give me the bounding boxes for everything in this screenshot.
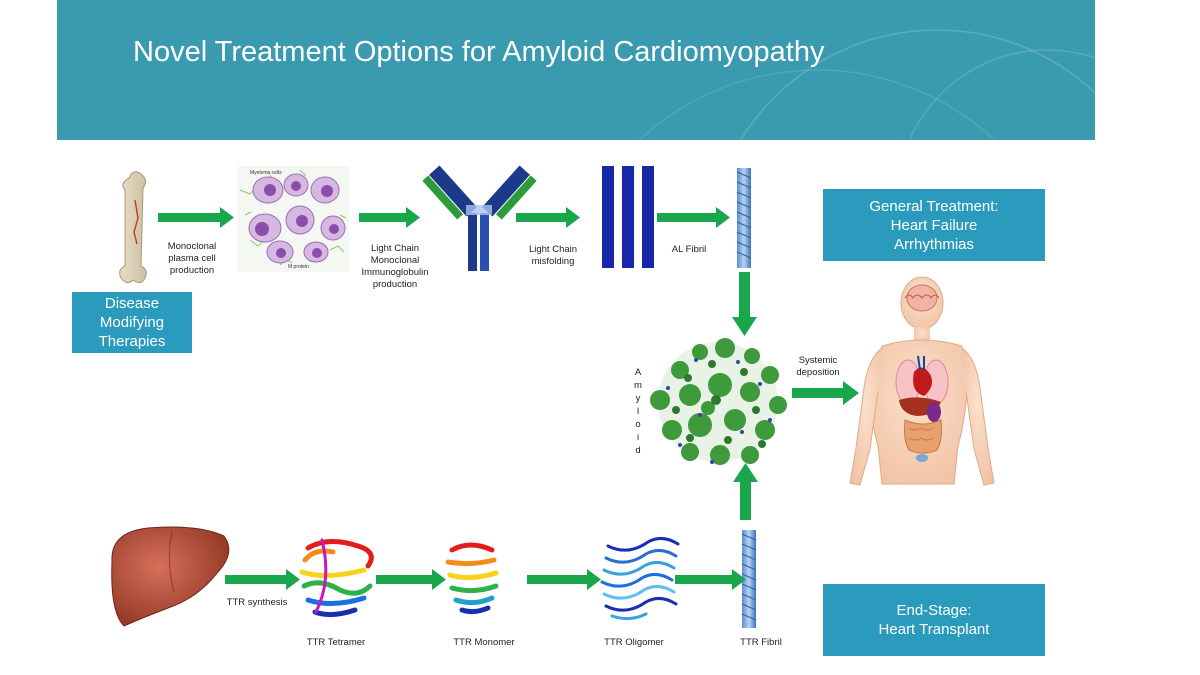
al-fibril-illustration — [737, 168, 751, 268]
arrow-oligomer-to-fibril — [675, 569, 746, 590]
ttr-tetramer-label: TTR Tetramer — [296, 637, 376, 649]
amyloid-cluster-illustration — [650, 338, 787, 465]
ttr-monomer-label: TTR Monomer — [444, 637, 524, 649]
liver-illustration — [112, 527, 229, 626]
arrow-cells-to-antibody — [359, 207, 420, 228]
ttr-monomer-illustration — [448, 545, 496, 612]
plasma-cell-label: Monoclonal plasma cell production — [158, 241, 226, 277]
systemic-deposition-label: Systemic deposition — [788, 355, 848, 379]
m-protein-tag: M protein — [288, 264, 309, 270]
misfolding-label: Light Chain misfolding — [518, 244, 588, 268]
arrow-misfolding-to-fibril — [657, 207, 730, 228]
general-treatment-box: General Treatment: Heart Failure Arrhyth… — [823, 189, 1045, 261]
disease-modifying-therapies-box: Disease Modifying Therapies — [72, 292, 192, 353]
end-stage-box: End-Stage: Heart Transplant — [823, 584, 1045, 656]
ttr-tetramer-illustration — [302, 540, 371, 615]
arrow-monomer-to-oligomer — [527, 569, 601, 590]
amyloid-vertical-label: A m y l o i d — [632, 366, 644, 457]
ttr-oligomer-illustration — [602, 538, 678, 618]
arrow-amyloid-to-body — [792, 381, 859, 405]
human-body-illustration — [850, 277, 994, 485]
immunoglobulin-label: Light Chain Monoclonal Immunoglobulin pr… — [348, 243, 442, 291]
arrow-bone-to-cells — [158, 207, 234, 228]
misfolded-chains-illustration — [602, 166, 654, 268]
myeloma-cells-tag: Myeloma cells — [250, 170, 282, 176]
arrow-tetramer-to-monomer — [376, 569, 446, 590]
myeloma-cells-illustration — [237, 166, 349, 272]
al-fibril-label: AL Fibril — [664, 244, 714, 256]
arrow-liver-to-tetramer — [225, 569, 300, 590]
ttr-oligomer-label: TTR Oligomer — [594, 637, 674, 649]
arrow-ttr-fibril-to-amyloid — [733, 463, 758, 520]
arrow-antibody-to-misfolding — [516, 207, 580, 228]
arrow-fibril-to-amyloid — [732, 272, 757, 336]
ttr-synthesis-label: TTR synthesis — [212, 597, 302, 609]
ttr-fibril-label: TTR Fibril — [726, 637, 796, 649]
bone-illustration — [120, 172, 147, 283]
